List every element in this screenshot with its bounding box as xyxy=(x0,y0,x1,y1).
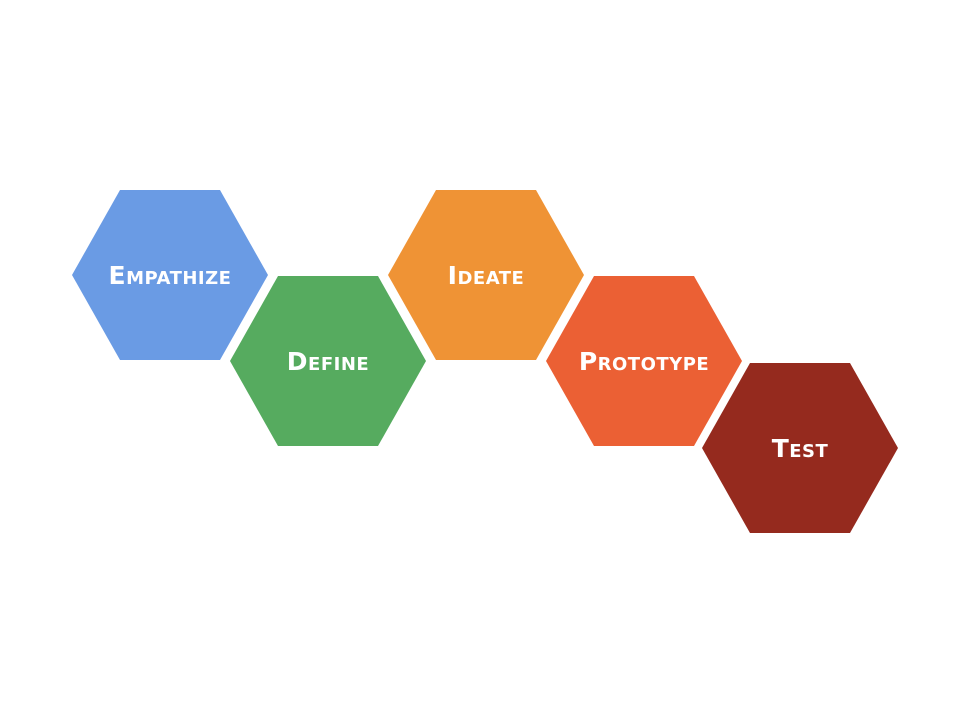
hexagon-test-label: Test xyxy=(772,434,829,463)
hexagon-empathize-shape xyxy=(72,190,268,360)
hexagon-empathize: Empathize xyxy=(72,190,268,360)
hexagon-empathize-label: Empathize xyxy=(109,261,232,290)
hexagon-define-shape xyxy=(230,276,426,446)
hexagon-test: Test xyxy=(702,363,898,533)
hexagon-test-shape xyxy=(702,363,898,533)
hexagon-prototype-shape xyxy=(546,276,742,446)
hexagon-prototype-label: Prototype xyxy=(579,347,709,376)
hexagon-define-label: Define xyxy=(287,347,369,376)
hexagon-define: Define xyxy=(230,276,426,446)
hexagon-ideate-label: Ideate xyxy=(448,261,525,290)
hexagon-prototype: Prototype xyxy=(546,276,742,446)
hexagon-ideate-shape xyxy=(388,190,584,360)
hexagon-ideate: Ideate xyxy=(388,190,584,360)
